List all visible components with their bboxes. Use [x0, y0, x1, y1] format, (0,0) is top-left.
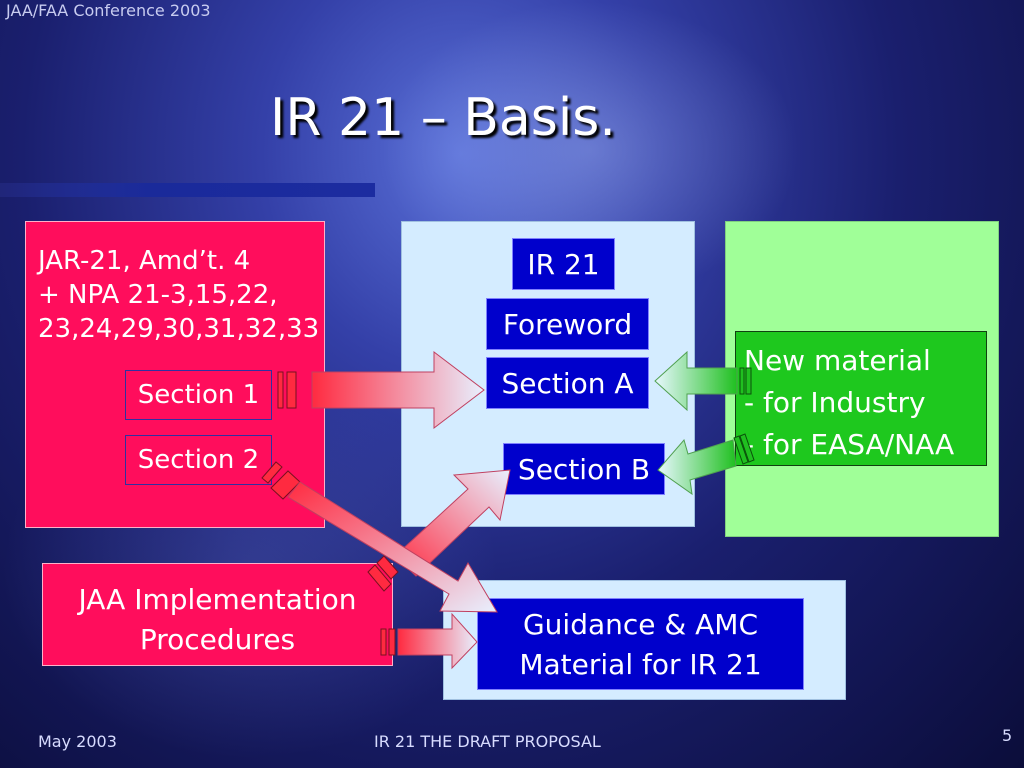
source-line-3: 23,24,29,30,31,32,33 [38, 314, 320, 344]
guidance-box: Guidance & AMC Material for IR 21 [477, 598, 804, 690]
arrow-section1-to-sectiona [277, 350, 485, 430]
section-1-box: Section 1 [125, 370, 272, 420]
section-2-box: Section 2 [125, 435, 272, 485]
guidance-line-1: Guidance & AMC [522, 608, 759, 641]
page-number: 5 [1002, 726, 1013, 745]
arrow-section2-to-guidance [261, 461, 498, 613]
new-material-line-1: New material [744, 344, 931, 377]
section-a-box: Section A [486, 357, 649, 409]
footer-title: IR 21 THE DRAFT PROPOSAL [374, 732, 601, 751]
jaa-line-1: JAA Implementation [78, 583, 357, 616]
jaa-line-2: Procedures [139, 623, 296, 656]
title-underline-bar [0, 183, 375, 197]
slide-title: IR 21 – Basis. [270, 88, 616, 148]
footer-date: May 2003 [38, 732, 117, 751]
conference-header: JAA/FAA Conference 2003 [6, 1, 211, 20]
arrow-newmaterial-to-sectiona [654, 350, 752, 412]
ir21-label-box: IR 21 [512, 238, 615, 290]
foreword-box: Foreword [486, 298, 649, 350]
jaa-implementation-box: JAA Implementation Procedures [42, 563, 393, 666]
new-material-box: New material - for Industry - for EASA/N… [735, 331, 987, 466]
arrow-newmaterial-to-sectionb [657, 433, 755, 496]
new-material-line-3: - for EASA/NAA [744, 428, 955, 461]
arrow-jaa-to-guidance [380, 612, 478, 670]
new-material-line-2: - for Industry [744, 386, 926, 419]
source-line-2: + NPA 21-3,15,22, [38, 280, 278, 310]
guidance-line-2: Material for IR 21 [519, 648, 762, 681]
source-line-1: JAR-21, Amd’t. 4 [38, 246, 251, 276]
